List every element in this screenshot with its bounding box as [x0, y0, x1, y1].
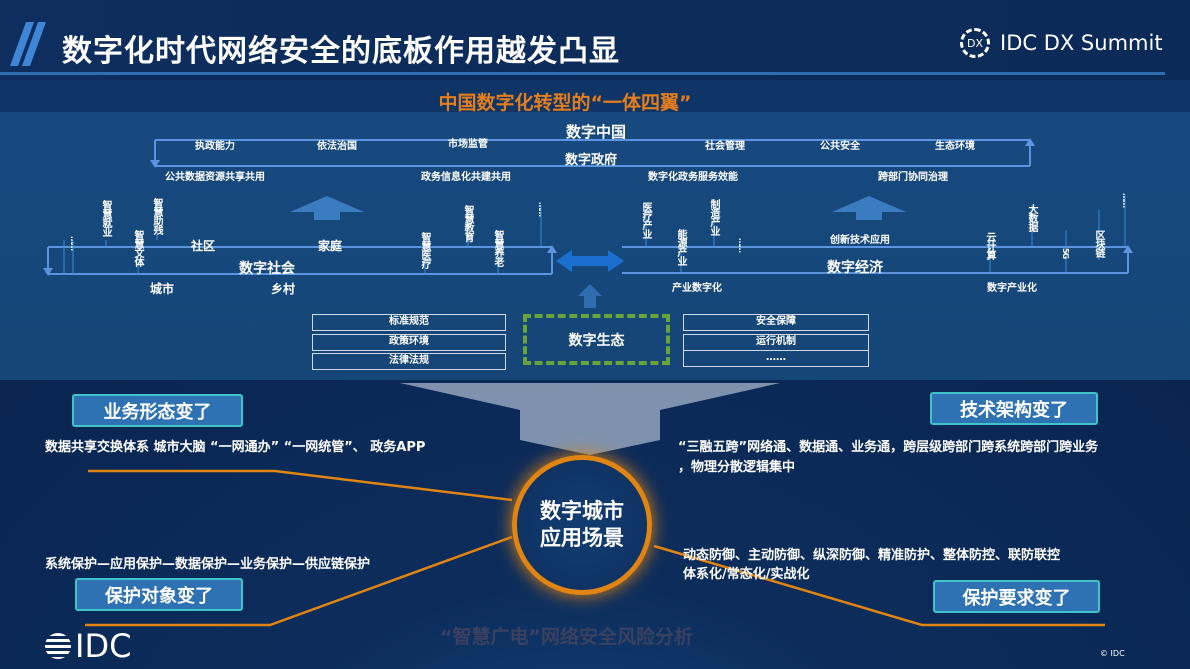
society-vertical: 智慧教育 [462, 205, 473, 241]
digital-ecosystem: 数字生态 [523, 314, 670, 365]
tech-text: ，物理分散逻辑集中 [678, 460, 796, 475]
gov-item: 跨部门协同治理 [878, 172, 948, 183]
economy-vertical: 区块链 [1093, 230, 1104, 257]
copyright: © IDC [1100, 649, 1125, 658]
society-item: 城市 [149, 282, 175, 296]
ghost-title: “智慧广电”网络安全风险分析 [440, 626, 693, 648]
gov-item: 市场监管 [448, 139, 488, 150]
idc-logo: IDC [45, 627, 131, 665]
digital-city-circle: 数字城市应用场景 [512, 455, 652, 595]
economy-item: 产业数字化 [672, 283, 722, 294]
connector-requirement [653, 544, 1105, 627]
gov-item: 公共数据资源共享共用 [165, 172, 265, 183]
economy-vertical: 医疗产业 [640, 202, 651, 238]
economy-vertical: 能源产业 [675, 229, 686, 265]
idc-globe-icon [45, 633, 71, 659]
idc-logo-text: IDC [75, 627, 132, 665]
eco-left-item: 标准规范 [312, 314, 506, 331]
gov-item: 公共安全 [820, 141, 860, 152]
economy-bracket [622, 246, 1129, 274]
economy-vertical: 5G [1061, 248, 1070, 259]
object-text: 系统保护—应用保护—数据保护—业务保护—供应链保护 [45, 557, 371, 572]
more-dots: …… [537, 202, 546, 216]
more-dots: …… [737, 238, 746, 252]
subtitle-band [0, 80, 1190, 112]
subtitle: 中国数字化转型的“一体四翼” [438, 92, 692, 114]
society-vertical: 智慧养老 [492, 230, 503, 266]
economy-vertical: 制造产业 [708, 199, 719, 235]
business-tag: 业务形态变了 [72, 394, 243, 427]
double-arrow-icon [556, 250, 624, 272]
society-vertical: 智慧医疗 [419, 232, 430, 268]
society-vertical: 智慧助残 [151, 198, 162, 234]
digital-china-label: 数字中国 [565, 123, 627, 141]
page-title: 数字化时代网络安全的底板作用越发凸显 [62, 34, 620, 69]
society-item: 家庭 [317, 239, 343, 253]
eco-left-item: 法律法规 [312, 353, 506, 370]
requirement-text: 体系化/常态化/实战化 [683, 567, 810, 582]
connector-object [85, 535, 513, 627]
gov-item: 依法治国 [317, 141, 357, 152]
connector-business [88, 469, 513, 502]
requirement-tag: 保护要求变了 [933, 580, 1100, 613]
society-vertical: 智慧就业 [100, 200, 111, 236]
gov-item: 生态环境 [935, 141, 975, 152]
more-dots: …… [1121, 193, 1130, 207]
more-dots: …… [69, 236, 78, 250]
society-bracket [47, 246, 553, 275]
gov-item: 数字化政务服务效能 [648, 172, 738, 183]
business-text: 数据共享交换体系 城市大脑 “一网通办” “一网统管”、 政务APP [45, 440, 426, 455]
government-bracket [154, 139, 1031, 167]
tech-text: “三融五跨”网络通、数据通、业务通，跨层级跨部门跨系统跨部门跨业务 [678, 440, 1099, 455]
brand-name: IDC DX Summit [1000, 31, 1163, 55]
header-divider [0, 72, 1165, 75]
up-arrow-icon [832, 196, 906, 220]
gov-item: 执政能力 [195, 141, 235, 152]
header [0, 0, 1190, 80]
connector-lines [63, 195, 1126, 274]
eco-right-item: …… [683, 350, 869, 367]
society-item: 社区 [190, 239, 216, 253]
eco-right-item: 安全保障 [683, 314, 869, 331]
circle-line: 数字城市 [540, 499, 624, 523]
economy-vertical: 云计算 [984, 232, 995, 259]
up-arrow-icon [290, 196, 364, 220]
society-vertical: 智慧文体 [132, 230, 143, 266]
object-tag: 保护对象变了 [75, 578, 243, 611]
gov-item: 政务信息化共建共用 [421, 172, 511, 183]
requirement-text: 动态防御、主动防御、纵深防御、精准防护、整体防控、联防联控 [683, 548, 1061, 563]
digital-economy-label: 数字经济 [827, 260, 883, 276]
brand: DX IDC DX Summit [960, 28, 1163, 58]
economy-item: 数字产业化 [987, 283, 1037, 294]
eco-left-item: 政策环境 [312, 334, 506, 351]
society-item: 乡村 [270, 282, 296, 296]
digital-government-label: 数字政府 [564, 153, 618, 168]
tech-tag: 技术架构变了 [930, 392, 1098, 425]
funnel-arrow-icon [400, 383, 780, 455]
dx-logo-icon: DX [960, 28, 990, 58]
digital-society-label: 数字社会 [239, 261, 295, 277]
gov-item: 社会管理 [705, 141, 745, 152]
economy-vertical: 大数据 [1026, 204, 1037, 231]
economy-item: 创新技术应用 [830, 235, 890, 246]
circle-line: 应用场景 [540, 526, 624, 550]
eco-right-item: 运行机制 [683, 334, 869, 351]
up-arrow-icon [578, 284, 602, 308]
